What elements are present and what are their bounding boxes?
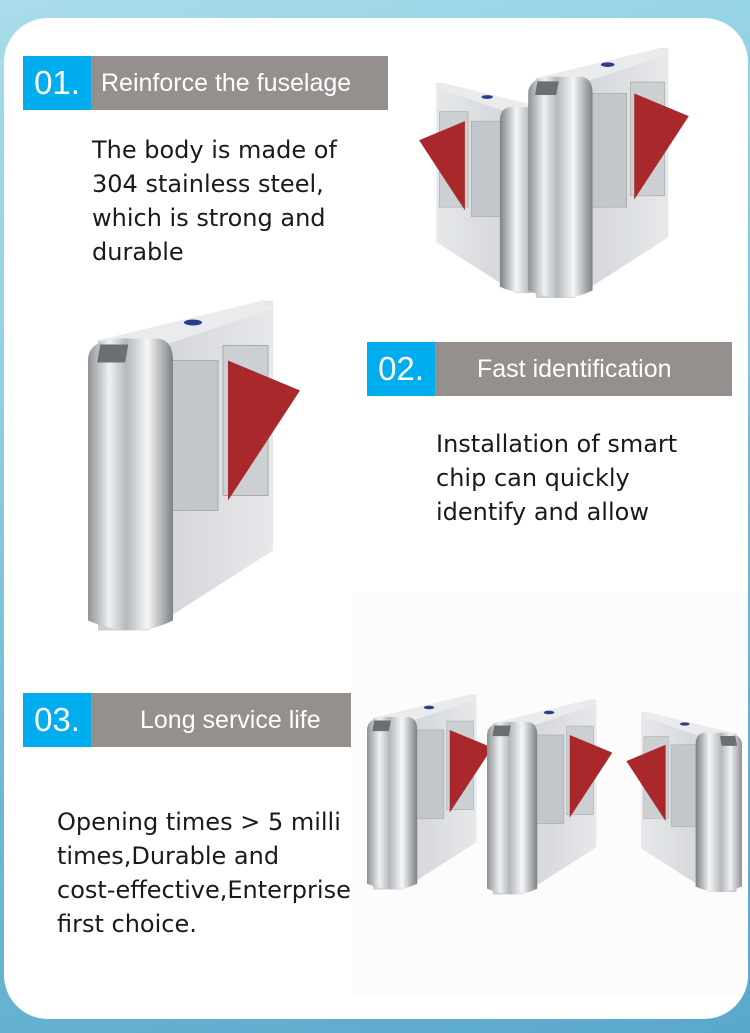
section-title: Reinforce the fuselage: [91, 56, 388, 110]
body-line: Installation of smart: [436, 430, 678, 458]
product-photo-three-turnstiles: [352, 592, 748, 995]
body-line: cost-effective,Enterprise: [57, 876, 351, 904]
section-title: Fast identification: [435, 342, 732, 396]
body-line: first choice.: [57, 910, 197, 938]
feature-card: 01. Reinforce the fuselage The body is m…: [4, 18, 748, 1019]
section-1-header: 01. Reinforce the fuselage: [23, 56, 388, 110]
body-line: times,Durable and: [57, 842, 280, 870]
section-3-header: 03. Long service life: [23, 693, 351, 747]
turnstile-image: [626, 711, 742, 893]
body-line: The body is made of: [92, 136, 337, 164]
body-line: 304 stainless steel,: [92, 170, 324, 198]
section-number: 02.: [367, 342, 435, 396]
section-3-body: Opening times > 5 milli times,Durable an…: [57, 805, 352, 941]
section-number: 01.: [23, 56, 91, 110]
body-line: Opening times > 5 milli: [57, 808, 341, 836]
body-line: which is strong and: [92, 204, 326, 232]
turnstile-image: [367, 692, 497, 892]
turnstile-image-large: [88, 298, 308, 633]
section-2-body: Installation of smart chip can quickly i…: [436, 427, 677, 529]
section-number: 03.: [23, 693, 91, 747]
section-2-header: 02. Fast identification: [367, 342, 732, 396]
body-line: chip can quickly: [436, 464, 630, 492]
turnstile-image: [524, 48, 699, 298]
body-line: durable: [92, 238, 184, 266]
section-title: Long service life: [91, 693, 351, 747]
turnstile-image: [487, 692, 617, 902]
section-1-body: The body is made of 304 stainless steel,…: [92, 133, 337, 269]
body-line: identify and allow: [436, 498, 649, 526]
